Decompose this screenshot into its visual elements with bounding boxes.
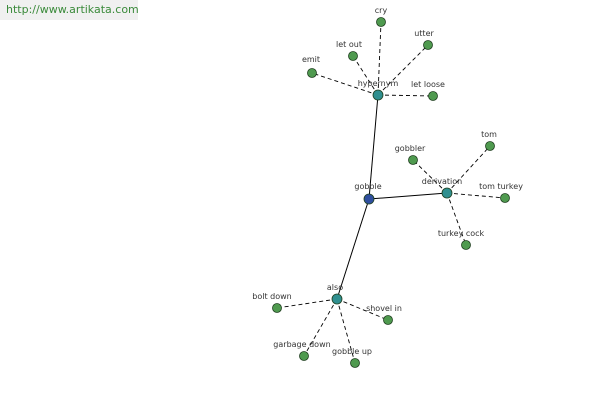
node-label-tom-turkey[interactable]: tom turkey (479, 182, 523, 191)
graph-labels: gobble hypernym derivation also cry let out ut… (252, 6, 523, 356)
node-tom-turkey[interactable] (500, 193, 510, 203)
node-garbage-down[interactable] (299, 351, 309, 361)
edge-hypernym-emit (311, 72, 379, 96)
node-utter[interactable] (423, 40, 433, 50)
node-bolt-down[interactable] (272, 303, 282, 313)
node-tom[interactable] (485, 141, 495, 151)
edge-also-garbage-down (303, 298, 338, 357)
node-label-turkey-cock[interactable]: turkey cock (438, 229, 485, 238)
graph-edges (276, 21, 506, 364)
node-gobble-up[interactable] (350, 358, 360, 368)
node-turkey-cock[interactable] (461, 240, 471, 250)
edge-gobble-hypernym (368, 94, 379, 200)
edge-derivation-tom-turkey (446, 192, 506, 199)
edge-also-bolt-down (276, 298, 338, 309)
node-also[interactable] (331, 293, 343, 305)
edge-also-shovel-in (336, 298, 389, 321)
node-label-hypernym[interactable]: hypernym (358, 79, 399, 88)
node-label-emit[interactable]: emit (302, 55, 320, 64)
node-label-garbage-down[interactable]: garbage down (273, 340, 330, 349)
node-gobbler[interactable] (408, 155, 418, 165)
node-hypernym[interactable] (372, 89, 384, 101)
node-label-gobble[interactable]: gobble (354, 182, 381, 191)
node-label-let-out[interactable]: let out (336, 40, 362, 49)
node-label-gobbler[interactable]: gobbler (395, 144, 426, 153)
node-label-tom[interactable]: tom (481, 130, 497, 139)
edge-derivation-turkey-cock (446, 192, 467, 246)
node-let-out[interactable] (348, 51, 358, 61)
node-label-let-loose[interactable]: let loose (411, 80, 445, 89)
edge-derivation-gobbler (412, 159, 448, 194)
node-shovel-in[interactable] (383, 315, 393, 325)
edge-derivation-tom (446, 145, 491, 194)
node-emit[interactable] (307, 68, 317, 78)
node-label-derivation[interactable]: derivation (422, 177, 462, 186)
node-label-gobble-up[interactable]: gobble up (332, 347, 372, 356)
edge-gobble-derivation (368, 192, 448, 200)
watermark-url[interactable]: http://www.artikata.com (0, 0, 138, 20)
edge-hypernym-let-loose (377, 94, 434, 97)
edge-hypernym-utter (377, 44, 429, 96)
node-label-bolt-down[interactable]: bolt down (252, 292, 291, 301)
node-label-shovel-in[interactable]: shovel in (366, 304, 402, 313)
edge-hypernym-cry (377, 21, 382, 96)
node-label-utter[interactable]: utter (414, 29, 434, 38)
edge-hypernym-let-out (352, 55, 379, 96)
node-derivation[interactable] (441, 187, 453, 199)
node-gobble[interactable] (363, 193, 375, 205)
graph-nodes (272, 17, 510, 368)
node-label-also[interactable]: also (327, 283, 343, 292)
node-label-cry[interactable]: cry (375, 6, 388, 15)
node-let-loose[interactable] (428, 91, 438, 101)
node-cry[interactable] (376, 17, 386, 27)
edge-gobble-also (336, 198, 370, 300)
